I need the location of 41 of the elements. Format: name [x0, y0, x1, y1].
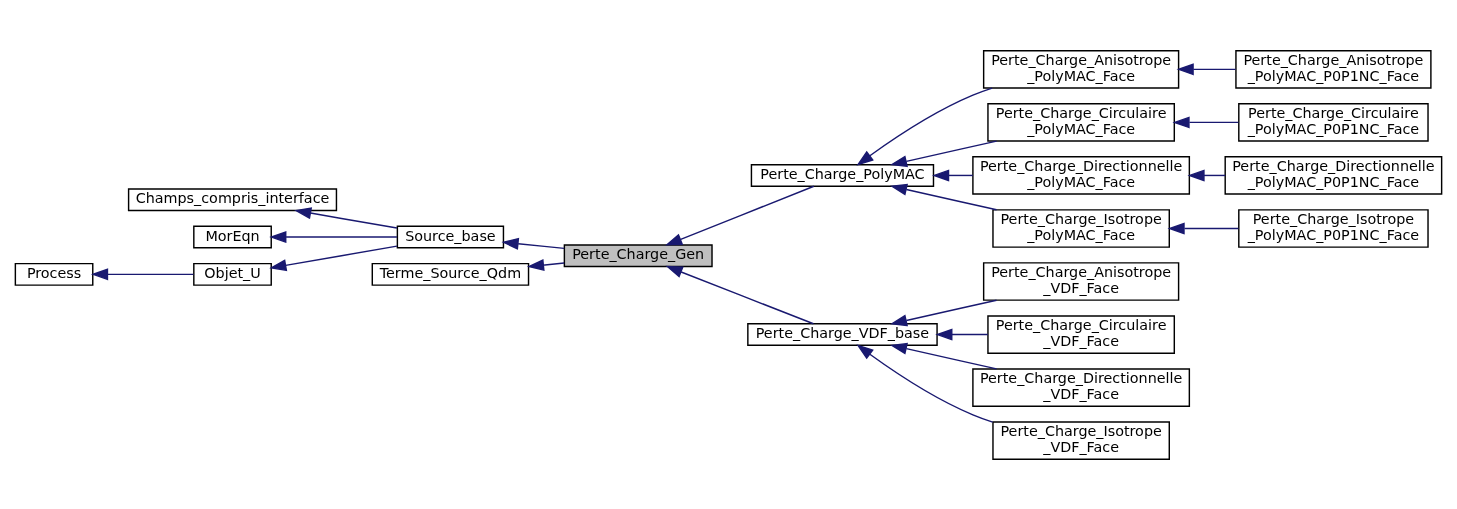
node-box: Perte_Charge_Isotrope _PolyMAC_Face	[992, 208, 1170, 248]
arrow	[1172, 115, 1240, 128]
node-box: Perte_Charge_VDF_base	[747, 322, 938, 346]
node-box: Perte_Charge_Isotrope _VDF_Face	[992, 420, 1170, 460]
node-box: Perte_Charge_Gen	[563, 243, 713, 267]
node-box: Perte_Charge_Circulaire _PolyMAC_Face	[987, 102, 1175, 142]
arrow	[932, 168, 974, 181]
node-box: Perte_Charge_PolyMAC	[750, 163, 935, 187]
arrow	[1187, 168, 1226, 181]
node-box: Perte_Charge_Anisotrope _PolyMAC_P0P1NC_Face	[1235, 49, 1432, 89]
arrow	[665, 265, 815, 324]
node-box: Perte_Charge_Directionnelle _PolyMAC_P0P1NC_Face	[1224, 155, 1443, 195]
node-box: Perte_Charge_Isotrope _PolyMAC_P0P1NC_Face	[1238, 208, 1429, 248]
node-box: Perte_Charge_Directionnelle _VDF_Face	[972, 367, 1191, 407]
arrow	[856, 86, 993, 166]
arrow	[665, 185, 815, 246]
arrow	[90, 267, 195, 280]
node-box: Terme_Source_Qdm	[371, 262, 530, 286]
node-box: MorEqn	[193, 225, 272, 249]
arrow	[269, 244, 398, 271]
node-box: Perte_Charge_Circulaire _VDF_Face	[987, 314, 1175, 354]
node-box: Source_base	[396, 225, 505, 249]
arrow	[501, 237, 565, 250]
arrow	[889, 183, 998, 210]
arrow	[935, 328, 989, 341]
node-box: Process	[14, 262, 94, 286]
node-box: Objet_U	[193, 262, 272, 286]
node-box: Perte_Charge_Anisotrope _PolyMAC_Face	[982, 49, 1180, 89]
arrow	[856, 343, 994, 423]
arrow	[1167, 221, 1240, 234]
arrow	[889, 299, 998, 326]
node-box: Champs_compris_interface	[127, 187, 338, 211]
arrow	[526, 258, 565, 271]
node-box: Perte_Charge_Anisotrope _VDF_Face	[982, 261, 1180, 301]
node-box: Perte_Charge_Directionnelle _PolyMAC_Face	[972, 155, 1191, 195]
arrow	[889, 342, 998, 370]
arrow	[269, 230, 398, 243]
arrow	[294, 206, 398, 229]
arrow	[1176, 62, 1237, 75]
node-box: Perte_Charge_Circulaire _PolyMAC_P0P1NC_Face	[1238, 102, 1429, 142]
arrow	[889, 139, 998, 167]
